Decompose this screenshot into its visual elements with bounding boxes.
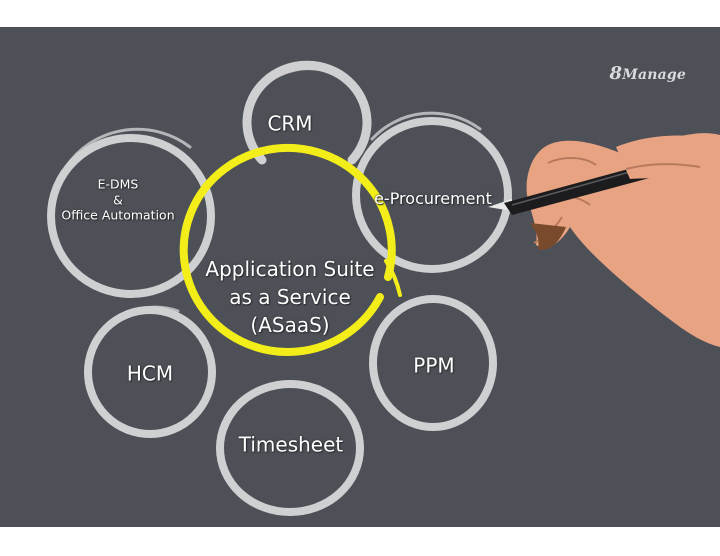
- center-title-line3: (ASaaS): [250, 313, 330, 337]
- center-title: Application Suite as a Service (ASaaS): [205, 255, 374, 339]
- hcm-ring: [84, 305, 216, 438]
- hand-with-pen-illustration: [488, 133, 720, 347]
- ppm-label: PPM: [413, 353, 455, 378]
- center-ring: [179, 143, 402, 356]
- edms-label-line3: Office Automation: [61, 207, 175, 223]
- eprocurement-ring: [352, 111, 512, 273]
- ppm-ring: [369, 295, 497, 431]
- eprocurement-label: e-Procurement: [374, 189, 492, 208]
- edms-ring: [47, 127, 215, 298]
- timesheet-ring: [216, 380, 364, 516]
- brand-logo: 8Manage: [610, 63, 686, 84]
- diagram-canvas: [47, 60, 720, 516]
- chalkboard: 8Manage CRM E-DMS & Office Automation e-…: [0, 27, 720, 527]
- edms-label-line2: &: [113, 192, 123, 208]
- edms-label: E-DMS & Office Automation: [61, 177, 174, 224]
- hcm-label: HCM: [126, 361, 174, 386]
- center-title-line1: Application Suite: [205, 257, 375, 281]
- edms-label-line1: E-DMS: [97, 176, 139, 192]
- crm-ring: [242, 60, 372, 165]
- brand-logo-number: 8: [609, 63, 623, 84]
- center-title-line2: as a Service: [229, 285, 351, 309]
- crm-label: CRM: [267, 111, 313, 136]
- timesheet-label: Timesheet: [238, 432, 344, 457]
- brand-logo-name: Manage: [622, 67, 686, 83]
